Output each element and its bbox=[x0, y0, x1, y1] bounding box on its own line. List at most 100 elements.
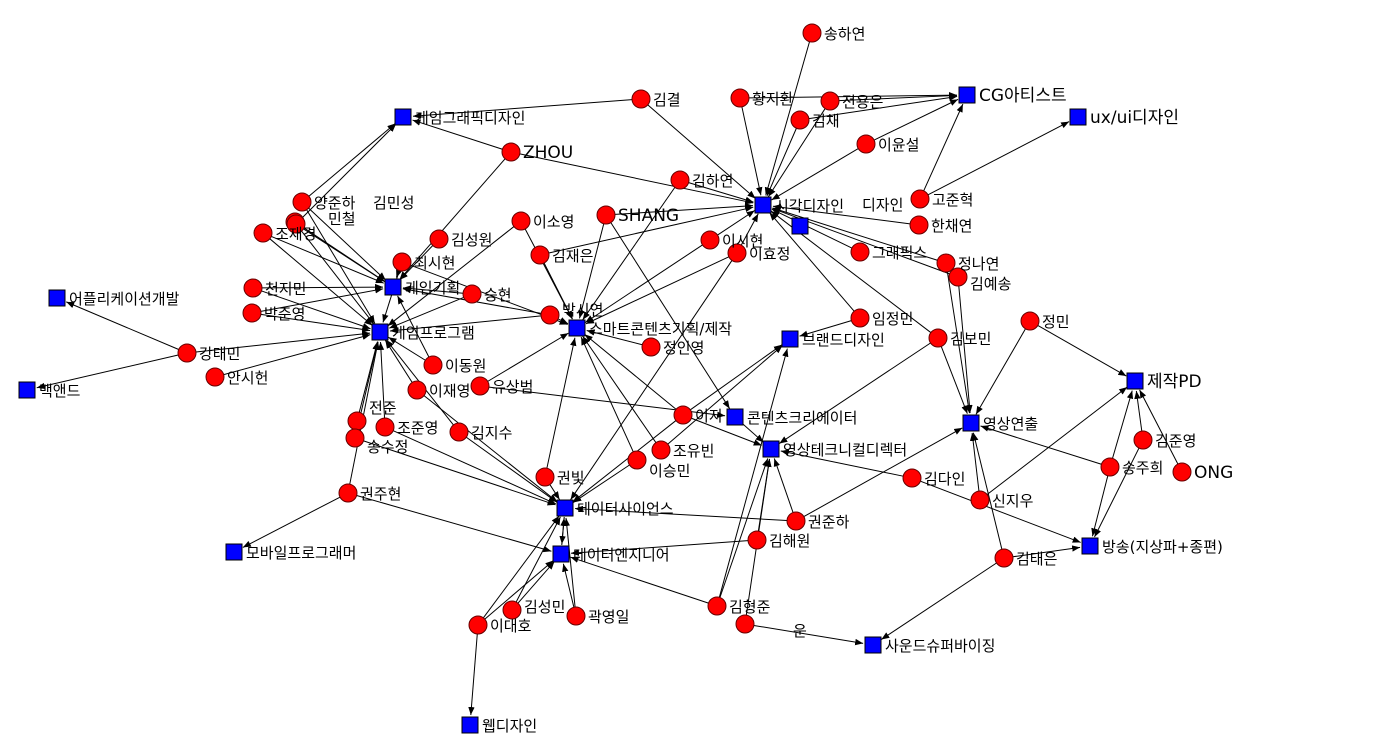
person-label: 김예송 bbox=[970, 275, 1011, 293]
person-circle-marker[interactable] bbox=[910, 189, 930, 209]
category-square-marker[interactable] bbox=[754, 196, 772, 214]
edge-p8-c_visual bbox=[688, 182, 754, 203]
person-circle-marker[interactable] bbox=[994, 548, 1014, 568]
person-circle-marker[interactable] bbox=[392, 252, 412, 272]
person-circle-marker[interactable] bbox=[727, 243, 747, 263]
person-circle-marker[interactable] bbox=[1133, 430, 1153, 450]
person-circle-marker[interactable] bbox=[1172, 462, 1192, 482]
person-circle-marker[interactable] bbox=[820, 91, 840, 111]
person-circle-marker[interactable] bbox=[970, 490, 990, 510]
person-circle-marker[interactable] bbox=[429, 229, 449, 249]
person-circle-marker[interactable] bbox=[627, 450, 647, 470]
person-circle-marker[interactable] bbox=[730, 88, 750, 108]
person-circle-marker[interactable] bbox=[177, 343, 197, 363]
person-circle-marker[interactable] bbox=[673, 405, 693, 425]
person-circle-marker[interactable] bbox=[449, 422, 469, 442]
person-circle-marker[interactable] bbox=[850, 308, 870, 328]
person-circle-marker[interactable] bbox=[1020, 311, 1040, 331]
person-circle-marker[interactable] bbox=[850, 242, 870, 262]
category-square-marker[interactable] bbox=[225, 543, 243, 561]
person-circle-marker[interactable] bbox=[786, 511, 806, 531]
category-label: 어플리케이션개발 bbox=[69, 290, 180, 308]
edge-p29-c_video bbox=[940, 346, 968, 414]
person-circle-marker[interactable] bbox=[242, 303, 262, 323]
person-label: 권빛 bbox=[557, 469, 585, 487]
person-circle-marker[interactable] bbox=[375, 417, 395, 437]
person-circle-marker[interactable] bbox=[670, 170, 690, 190]
person-circle-marker[interactable] bbox=[700, 230, 720, 250]
person-circle-marker[interactable] bbox=[707, 596, 727, 616]
category-square-marker[interactable] bbox=[461, 716, 479, 734]
person-circle-marker[interactable] bbox=[641, 337, 661, 357]
person-circle-marker[interactable] bbox=[286, 214, 306, 234]
category-label: 제작PD bbox=[1147, 372, 1202, 392]
person-label: 송수정 bbox=[367, 438, 408, 456]
category-square-marker[interactable] bbox=[556, 499, 574, 517]
person-circle-marker[interactable] bbox=[501, 142, 521, 162]
edge-p48-c_broadcast bbox=[1091, 475, 1109, 537]
person-circle-marker[interactable] bbox=[470, 376, 490, 396]
category-square-marker[interactable] bbox=[18, 381, 36, 399]
person-label: 황지환 bbox=[752, 90, 794, 108]
person-circle-marker[interactable] bbox=[345, 428, 365, 448]
person-circle-marker[interactable] bbox=[511, 211, 531, 231]
person-circle-marker[interactable] bbox=[566, 606, 586, 626]
person-circle-marker[interactable] bbox=[205, 367, 225, 387]
edge-p56-c_de bbox=[562, 563, 575, 608]
category-square-marker[interactable] bbox=[1081, 537, 1099, 555]
person-circle-marker[interactable] bbox=[530, 245, 550, 265]
person-circle-marker[interactable] bbox=[909, 215, 929, 235]
category-square-marker[interactable] bbox=[781, 330, 799, 348]
person-circle-marker[interactable] bbox=[243, 278, 263, 298]
edge-p59-c_visual bbox=[771, 208, 853, 249]
category-square-marker[interactable] bbox=[568, 319, 586, 337]
category-square-marker[interactable] bbox=[762, 440, 780, 458]
person-circle-marker[interactable] bbox=[347, 411, 367, 431]
person-circle-marker[interactable] bbox=[651, 440, 671, 460]
category-square-marker[interactable] bbox=[1069, 108, 1087, 126]
edge-p45-c_broadcast bbox=[920, 480, 1081, 543]
edge-p17-c_gamegraphic bbox=[308, 123, 396, 197]
category-square-marker[interactable] bbox=[394, 108, 412, 126]
person-circle-marker[interactable] bbox=[631, 89, 651, 109]
person-circle-marker[interactable] bbox=[423, 355, 443, 375]
person-circle-marker[interactable] bbox=[253, 223, 273, 243]
person-circle-marker[interactable] bbox=[856, 134, 876, 154]
edge-p47-c_pd bbox=[1134, 390, 1143, 432]
person-circle-marker[interactable] bbox=[540, 305, 560, 325]
person-circle-marker[interactable] bbox=[948, 267, 968, 287]
category-square-marker[interactable] bbox=[1126, 372, 1144, 390]
person-circle-marker[interactable] bbox=[928, 328, 948, 348]
category-square-marker[interactable] bbox=[958, 86, 976, 104]
person-circle-marker[interactable] bbox=[747, 530, 767, 550]
person-circle-marker[interactable] bbox=[902, 468, 922, 488]
category-square-marker[interactable] bbox=[791, 217, 809, 235]
person-circle-marker[interactable] bbox=[468, 615, 488, 635]
person-circle-marker[interactable] bbox=[790, 110, 810, 130]
person-circle-marker[interactable] bbox=[502, 600, 522, 620]
category-square-marker[interactable] bbox=[726, 408, 744, 426]
person-circle-marker[interactable] bbox=[535, 467, 555, 487]
edge-p2-c_cg bbox=[748, 92, 958, 99]
person-circle-marker[interactable] bbox=[802, 23, 822, 43]
person-circle-marker[interactable] bbox=[936, 253, 956, 273]
category-square-marker[interactable] bbox=[48, 289, 66, 307]
category-square-marker[interactable] bbox=[552, 545, 570, 563]
edge-p24-c_gameplan bbox=[402, 285, 464, 294]
person-circle-marker[interactable] bbox=[292, 192, 312, 212]
edge-p13-c_gameplan bbox=[399, 245, 434, 281]
person-circle-marker[interactable] bbox=[462, 284, 482, 304]
category-square-marker[interactable] bbox=[962, 414, 980, 432]
person-circle-marker[interactable] bbox=[1100, 457, 1120, 477]
person-circle-marker[interactable] bbox=[735, 614, 755, 634]
person-label: 이소영 bbox=[533, 213, 574, 231]
category-square-marker[interactable] bbox=[864, 636, 882, 654]
category-square-marker[interactable] bbox=[384, 278, 402, 296]
person-circle-marker[interactable] bbox=[407, 380, 427, 400]
person-circle-marker[interactable] bbox=[338, 483, 358, 503]
edge-p19-c_gamegraphic bbox=[302, 123, 397, 218]
edge-p31-c_smart bbox=[586, 329, 643, 346]
category-square-marker[interactable] bbox=[371, 323, 389, 341]
person-circle-marker[interactable] bbox=[596, 205, 616, 225]
person-label: 김해원 bbox=[769, 532, 810, 550]
